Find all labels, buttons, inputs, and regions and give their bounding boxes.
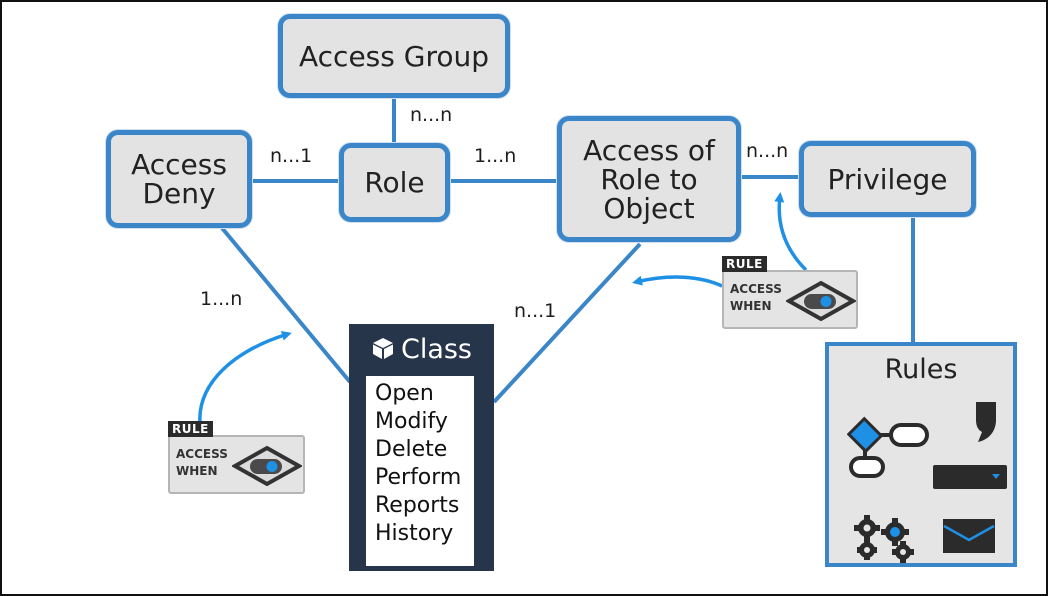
- cube-icon: [372, 338, 393, 359]
- access-group-node[interactable]: Access Group: [278, 14, 510, 98]
- class-permissions-list: Open Modify Delete Perform Reports Histo…: [366, 376, 474, 566]
- access-role-object-node[interactable]: Access of Role to Object: [557, 116, 741, 242]
- list-item: Delete: [375, 437, 448, 462]
- list-item: History: [375, 521, 454, 546]
- list-item: Perform: [375, 465, 462, 490]
- condition-toggle-icon: [232, 445, 302, 487]
- rule-line2: WHEN: [176, 464, 218, 478]
- rules-box[interactable]: Rules: [825, 342, 1017, 567]
- rule-badge-deny[interactable]: RULE ACCESS WHEN: [168, 421, 305, 494]
- cardinality-role-access: 1...n: [474, 145, 517, 167]
- cardinality-access-class: n...1: [514, 300, 557, 322]
- access-group-label: Access Group: [299, 39, 489, 73]
- rule-tag: RULE: [722, 256, 767, 272]
- list-item: Reports: [375, 493, 460, 518]
- access-role-object-line2: Role to: [600, 162, 698, 196]
- role-node[interactable]: Role: [339, 143, 450, 222]
- list-item: Open: [375, 381, 434, 406]
- dropdown-icon: [933, 465, 1007, 489]
- edge-deny-class: [220, 226, 352, 384]
- rule-arrow-privilege: [774, 192, 808, 272]
- access-deny-label-line1: Access: [131, 148, 227, 181]
- rule-tag: RULE: [168, 421, 213, 437]
- envelope-icon: [943, 519, 995, 553]
- role-label: Role: [364, 166, 425, 199]
- access-role-object-line1: Access of: [583, 133, 715, 167]
- cardinality-group-role: n...n: [410, 104, 453, 126]
- access-deny-node[interactable]: Access Deny: [106, 130, 252, 228]
- access-deny-label-line2: Deny: [142, 177, 216, 210]
- rule-text: ACCESS WHEN: [176, 446, 228, 480]
- list-item: Modify: [375, 409, 448, 434]
- cardinality-deny-role: n...1: [270, 145, 313, 167]
- class-title: Class: [349, 334, 494, 365]
- rule-line2: WHEN: [730, 299, 772, 313]
- rule-arrow-access: [632, 275, 723, 288]
- class-title-label: Class: [400, 334, 473, 365]
- gears-icon: [854, 515, 914, 563]
- rule-text: ACCESS WHEN: [730, 281, 782, 315]
- rule-badge-access[interactable]: RULE ACCESS WHEN: [722, 256, 858, 329]
- flowchart-icon: [847, 416, 929, 478]
- condition-toggle-icon: [786, 280, 856, 322]
- rule-line1: ACCESS: [176, 447, 228, 461]
- edge-access-class: [492, 242, 642, 404]
- privilege-node[interactable]: Privilege: [799, 141, 976, 217]
- access-role-object-line3: Object: [603, 191, 695, 225]
- rules-title: Rules: [884, 354, 958, 385]
- rule-arrow-left: [198, 330, 292, 439]
- comma-icon: [976, 402, 996, 442]
- rule-line1: ACCESS: [730, 282, 782, 296]
- cardinality-access-privilege: n...n: [746, 140, 789, 162]
- privilege-label: Privilege: [827, 162, 948, 196]
- class-box[interactable]: Class Open Modify Delete Perform Reports…: [349, 324, 494, 571]
- cardinality-deny-class: 1...n: [200, 288, 243, 310]
